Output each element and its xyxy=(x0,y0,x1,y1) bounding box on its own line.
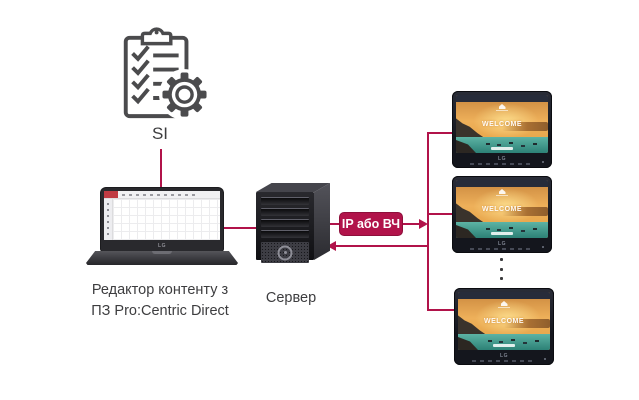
tv-bezel: LG xyxy=(454,350,554,365)
laptop-screen: LG xyxy=(101,188,223,251)
hotel-crown-icon xyxy=(498,104,506,109)
hotel-logo-underline xyxy=(498,307,510,308)
sunset-glow xyxy=(472,103,539,140)
stub-to-tv3 xyxy=(428,309,455,311)
stub-to-tv1 xyxy=(428,132,453,134)
arrowhead-right-icon xyxy=(419,219,428,229)
editor-grid-canvas xyxy=(113,199,220,240)
coastline xyxy=(502,207,548,216)
hotel-logo-underline xyxy=(496,110,508,111)
tv-display-1: WELCOME LG xyxy=(452,91,552,168)
server-drive-bay xyxy=(261,219,309,227)
laptop-brand-logo: LG xyxy=(158,243,166,249)
hotel-logo-icon xyxy=(495,104,509,112)
connector-displays-to-server xyxy=(336,245,428,247)
ellipsis-dot xyxy=(500,258,503,261)
hotel-logo-underline xyxy=(496,195,508,196)
tv-brand-logo: LG xyxy=(498,240,506,247)
tv-bezel: LG xyxy=(452,153,552,168)
boats xyxy=(488,340,492,342)
editor-caption: Редактор контенту з ПЗ Pro:Centric Direc… xyxy=(52,280,268,322)
display-bus-line xyxy=(427,132,429,311)
tv-screen: WELCOME xyxy=(458,292,550,350)
tv-brand-logo: LG xyxy=(500,352,508,359)
coastline xyxy=(504,319,550,328)
tv-welcome-text: WELCOME xyxy=(481,206,523,213)
tv-control-labels xyxy=(472,359,536,362)
tv-power-led xyxy=(544,358,546,360)
tv-screen: WELCOME xyxy=(456,180,548,238)
server-drive-bay xyxy=(261,230,309,238)
server-power-dot xyxy=(283,251,287,254)
tv-welcome-text: WELCOME xyxy=(481,121,523,128)
server-power-emblem xyxy=(277,245,293,260)
sunset-glow xyxy=(474,300,541,337)
tv-control-labels xyxy=(470,162,534,165)
more-displays-ellipsis xyxy=(500,258,504,280)
editor-caption-line1: Редактор контенту з xyxy=(91,282,229,298)
ellipsis-dot xyxy=(500,277,503,280)
screen-caption-bar xyxy=(491,147,513,150)
editor-logo-badge xyxy=(104,191,118,198)
tv-brand-logo: LG xyxy=(498,155,506,162)
arrowhead-left-icon xyxy=(327,241,336,251)
tv-power-led xyxy=(542,161,544,163)
transmission-type-badge: IP або ВЧ xyxy=(339,212,403,236)
sunset-glow xyxy=(472,188,539,225)
editor-app-window xyxy=(104,191,220,240)
coastline xyxy=(502,122,548,131)
screen-top-band xyxy=(456,95,548,102)
stub-to-tv2 xyxy=(428,213,453,215)
boats xyxy=(486,143,490,145)
screen-top-band xyxy=(458,292,550,299)
checklist-gear-icon xyxy=(123,27,208,121)
server-front-face xyxy=(256,192,314,263)
sea xyxy=(456,137,548,153)
screen-caption-bar xyxy=(491,232,513,235)
connector-laptop-server xyxy=(222,227,257,229)
editor-caption-line2: ПЗ Pro:Centric Direct xyxy=(91,303,229,319)
tv-power-led xyxy=(542,246,544,248)
server-top-face xyxy=(256,183,330,192)
gear-icon xyxy=(162,72,207,117)
tv-screen: WELCOME xyxy=(456,95,548,153)
hotel-logo-icon xyxy=(497,301,511,309)
server-mesh-panel xyxy=(261,242,309,263)
editor-tool-sidebar xyxy=(104,199,113,240)
editor-tool-icons xyxy=(107,203,109,235)
server-drive-bay xyxy=(261,197,309,205)
tv-control-labels xyxy=(470,247,534,250)
editor-toolbar xyxy=(104,191,220,199)
server-drive-bay xyxy=(261,208,309,216)
server-caption: Сервер xyxy=(265,290,317,306)
si-label: SI xyxy=(151,124,169,143)
hotel-crown-icon xyxy=(500,301,508,306)
ellipsis-dot xyxy=(500,267,503,271)
laptop-lid-notch xyxy=(152,251,172,254)
tv-welcome-text: WELCOME xyxy=(483,318,525,325)
boats xyxy=(486,228,490,230)
tv-display-2: WELCOME LG xyxy=(452,176,552,253)
server-tower xyxy=(256,183,330,267)
sea xyxy=(458,334,550,350)
tv-display-3: WELCOME LG xyxy=(454,288,554,365)
tv-bezel: LG xyxy=(452,238,552,253)
editor-menu-icons xyxy=(122,194,196,196)
laptop-base xyxy=(86,251,238,265)
sea xyxy=(456,222,548,238)
hotel-crown-icon xyxy=(498,189,506,194)
screen-caption-bar xyxy=(493,344,515,347)
server-side-face xyxy=(314,183,330,260)
hotel-logo-icon xyxy=(495,189,509,197)
connector-si-laptop xyxy=(160,149,162,190)
screen-top-band xyxy=(456,180,548,187)
laptop-content-editor: LG xyxy=(86,188,238,266)
